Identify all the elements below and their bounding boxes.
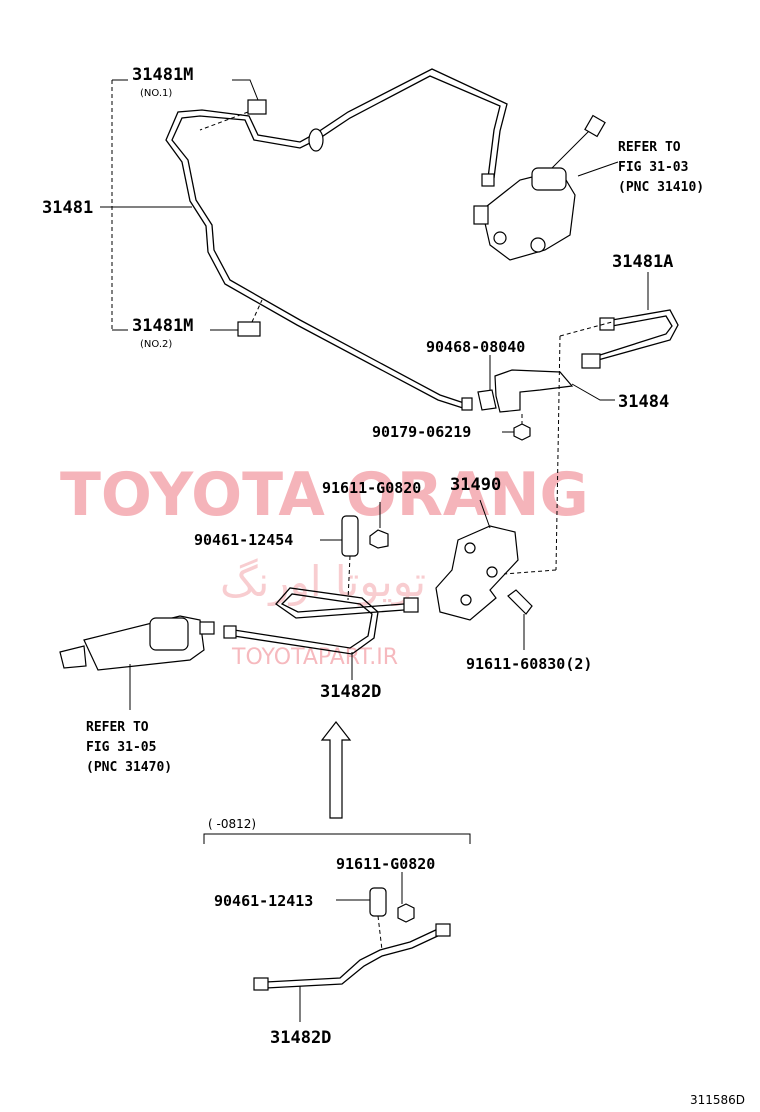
watermark-url: TOYOTAPART.IR bbox=[231, 645, 398, 670]
ref-release-line1: REFER TO bbox=[86, 720, 149, 735]
figure-code: 311586D bbox=[690, 1093, 745, 1107]
label-91611-60830: 91611-60830(2) bbox=[466, 655, 592, 673]
clip-31481m-no1 bbox=[199, 79, 267, 131]
flexible-hose-31481a bbox=[581, 272, 679, 369]
clip-90468 bbox=[477, 355, 497, 411]
variant-bracket bbox=[203, 833, 471, 844]
bolt-91611-G0820-upper bbox=[369, 502, 389, 549]
label-31481m-no1: 31481M bbox=[132, 65, 193, 85]
arrow-up bbox=[320, 721, 352, 819]
tube-31482d-lower bbox=[253, 923, 451, 1022]
label-90461-12413: 90461-12413 bbox=[214, 892, 313, 910]
bracket-31490 bbox=[435, 499, 557, 621]
clamp-90461-12454 bbox=[320, 515, 359, 601]
clutch-master-cylinder bbox=[473, 114, 619, 261]
ref-master-line1: REFER TO bbox=[618, 140, 681, 155]
label-31484: 31484 bbox=[618, 392, 669, 412]
label-31481m-no1-sub: (NO.1) bbox=[140, 88, 172, 99]
bolt-91611-60830 bbox=[507, 589, 533, 650]
ref-master-line2: FIG 31-03 bbox=[618, 160, 688, 175]
clamp-90461-12413 bbox=[336, 887, 387, 951]
bolt-91611-G0820-lower bbox=[397, 872, 415, 923]
clip-31481m-no2 bbox=[210, 299, 263, 337]
bracket-31484 bbox=[494, 321, 615, 571]
tube-31482d-upper bbox=[223, 587, 419, 680]
label-31482d-upper: 31482D bbox=[320, 682, 381, 702]
label-31490: 31490 bbox=[450, 475, 501, 495]
label-31481: 31481 bbox=[42, 198, 93, 218]
label-31481a: 31481A bbox=[612, 252, 673, 272]
bracket-31481 bbox=[100, 79, 192, 331]
label-31482d-lower: 31482D bbox=[270, 1028, 331, 1048]
label-31481m-no2: 31481M bbox=[132, 316, 193, 336]
watermark-brand: TOYOTA ORANG bbox=[60, 460, 589, 530]
label-91611-g0820-upper: 91611-G0820 bbox=[322, 479, 421, 497]
label-90461-12454: 90461-12454 bbox=[194, 531, 293, 549]
label-91611-g0820-lower: 91611-G0820 bbox=[336, 855, 435, 873]
clutch-line-31481 bbox=[165, 68, 508, 411]
ref-release-line2: FIG 31-05 bbox=[86, 740, 156, 755]
clutch-release-cylinder bbox=[59, 615, 215, 710]
label-range: ( -0812) bbox=[208, 817, 256, 831]
bolt-90179 bbox=[502, 414, 531, 441]
ref-master-line3: (PNC 31410) bbox=[618, 180, 704, 195]
label-90179-06219: 90179-06219 bbox=[372, 423, 471, 441]
label-90468-08040: 90468-08040 bbox=[426, 338, 525, 356]
watermark-persian: تويوتا اورنگ bbox=[220, 557, 426, 606]
label-31481m-no2-sub: (NO.2) bbox=[140, 339, 172, 350]
ref-release-line3: (PNC 31470) bbox=[86, 760, 172, 775]
